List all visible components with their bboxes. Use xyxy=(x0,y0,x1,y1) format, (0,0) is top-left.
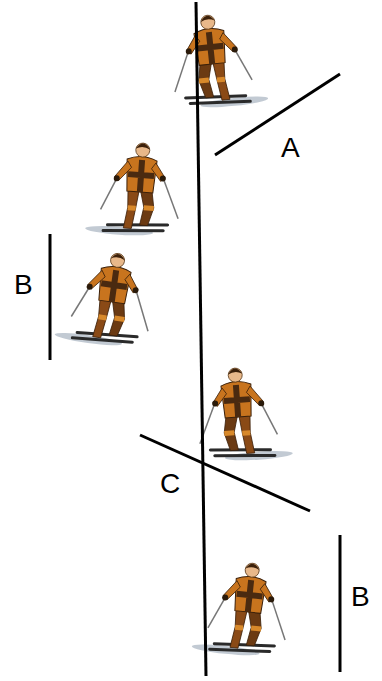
ski xyxy=(72,334,132,346)
skier-group xyxy=(54,10,293,660)
skier-figure xyxy=(167,10,268,112)
skier-torso xyxy=(221,381,253,419)
ski xyxy=(210,645,270,655)
skier-knee-band xyxy=(128,204,154,212)
traverse-line-a xyxy=(215,74,340,155)
skier-arm xyxy=(185,35,201,54)
skier-hair xyxy=(200,15,214,22)
skier-knee-band xyxy=(199,76,225,85)
skier-head xyxy=(110,252,126,268)
ski xyxy=(107,221,167,229)
ski xyxy=(103,227,163,235)
ski-pole xyxy=(71,285,89,319)
skier-hair xyxy=(136,143,150,149)
skier-glove xyxy=(258,400,264,406)
skier-hair xyxy=(111,253,126,260)
skier-glove xyxy=(222,594,229,601)
skier-torso xyxy=(194,27,228,65)
ski-pole xyxy=(261,402,277,435)
skier-stripe xyxy=(127,159,155,193)
skier-glove xyxy=(268,596,275,603)
skier-figure xyxy=(54,246,158,351)
skier-knee-band xyxy=(235,624,261,633)
skier-stripe xyxy=(223,384,251,418)
skier-stripe xyxy=(235,579,264,614)
skier-glove xyxy=(114,175,120,181)
skier-knee-band xyxy=(98,313,125,323)
vertical-line-b xyxy=(339,535,342,672)
ski xyxy=(190,97,250,107)
skier-glove xyxy=(212,400,218,406)
skier-stripe xyxy=(196,31,225,66)
skier-glove xyxy=(132,287,139,294)
ski-pole xyxy=(171,50,193,92)
position-letter: C xyxy=(160,470,180,498)
ski-pole xyxy=(197,403,218,444)
skier-head xyxy=(135,143,150,158)
ski xyxy=(210,446,270,454)
position-letter: B xyxy=(351,583,370,611)
fall-line xyxy=(196,2,206,676)
skier-hair xyxy=(245,563,259,570)
skier-torso xyxy=(125,156,157,194)
traverse-line-c xyxy=(140,435,310,511)
skier-glove xyxy=(185,48,192,55)
position-letter: B xyxy=(14,271,33,299)
skier-knee-band xyxy=(224,429,250,437)
skier-figure xyxy=(85,139,183,238)
skier-glove xyxy=(160,175,166,181)
skier-arm xyxy=(123,274,139,294)
skier-torso xyxy=(233,575,267,613)
skier-glove xyxy=(232,46,239,53)
skier-head xyxy=(200,15,215,30)
ski-pole xyxy=(267,598,289,640)
vertical-line-b xyxy=(49,234,52,360)
skier-arm xyxy=(259,583,275,602)
ski-pole xyxy=(130,289,153,331)
guide-lines xyxy=(50,2,340,676)
ski xyxy=(215,452,275,460)
skier-head xyxy=(244,563,259,578)
ski-pole xyxy=(160,178,181,219)
skier-arm xyxy=(151,163,166,182)
skier-glove xyxy=(86,283,93,290)
ski-pole xyxy=(235,48,252,81)
skier-head xyxy=(228,368,243,383)
ski-pole xyxy=(208,596,225,629)
skier-hair xyxy=(228,368,242,374)
position-letter: A xyxy=(281,134,300,162)
ski-pole xyxy=(101,177,117,210)
skier-figure xyxy=(195,364,293,463)
skier-arm xyxy=(212,388,227,407)
